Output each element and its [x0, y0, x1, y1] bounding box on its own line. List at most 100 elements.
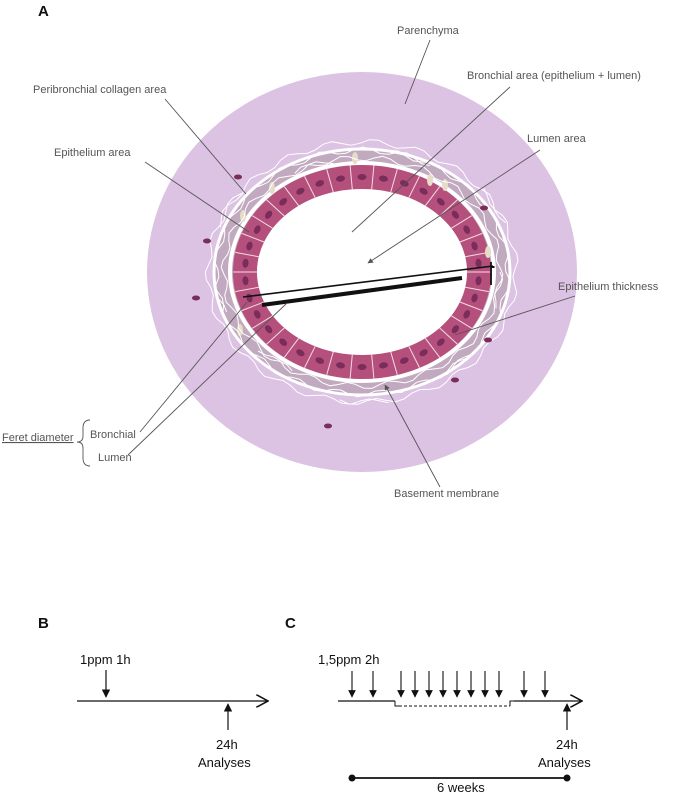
epithelial-cell-nucleus: [265, 210, 273, 219]
epithelial-cell-nucleus: [315, 180, 325, 187]
epithelial-cell-nucleus: [451, 210, 459, 219]
parenchyma-cell: [484, 337, 492, 343]
label-basement-membrane: Basement membrane: [394, 488, 499, 500]
collagen-fiber: [389, 149, 511, 378]
epithelial-cell-nucleus: [471, 293, 478, 303]
pointer-bronchial: [139, 301, 248, 433]
epithelial-cell-nucleus: [279, 338, 288, 346]
parenchyma-cell: [480, 205, 488, 211]
goblet-cell: [442, 179, 448, 191]
epithelial-cell-border: [424, 186, 441, 207]
epithelial-cell-nucleus: [357, 364, 367, 370]
epithelial-cell-border: [241, 301, 265, 312]
feret-lumen-line: [261, 276, 463, 307]
parenchyma-cell: [324, 423, 332, 429]
panel-b-exposure: 1ppm 1h: [80, 652, 131, 667]
epithelial-cell-border: [349, 165, 353, 190]
pointer-lumen: [127, 302, 288, 456]
epithelial-cell-border: [390, 351, 398, 376]
panel-b-letter: B: [38, 615, 49, 632]
epithelial-cell-nucleus: [336, 175, 345, 182]
epithelial-cell-nucleus: [253, 225, 261, 234]
goblet-cell: [352, 152, 358, 164]
epithelial-cell-border: [252, 315, 273, 329]
collagen-fiber: [220, 161, 334, 372]
panel-c-letter: C: [285, 615, 296, 632]
epithelial-cell-border: [349, 354, 353, 379]
epithelial-cell-border: [459, 301, 483, 312]
epithelial-cell-nucleus: [242, 276, 249, 286]
epithelial-cell-border: [408, 346, 420, 369]
collagen-fiber: [339, 187, 519, 405]
epithelial-cell-nucleus: [315, 357, 325, 364]
collagen-fiber: [213, 277, 476, 398]
parenchyma-cell: [192, 295, 200, 301]
label-lumen: Lumen: [98, 452, 132, 464]
epithelial-cell-border: [424, 337, 441, 358]
epithelial-cell-nucleus: [242, 258, 249, 268]
epithelial-cell-nucleus: [419, 349, 428, 357]
pointer-epithelium-thickness: [454, 295, 576, 336]
panel-c-analyses: Analyses: [538, 755, 591, 770]
panel-c-timeline: [338, 701, 582, 706]
epithelial-cell-nucleus: [265, 325, 273, 334]
label-peribronchial-collagen: Peribronchial collagen area: [33, 84, 167, 96]
epithelial-cell-nucleus: [463, 310, 471, 319]
epithelial-cell-border: [451, 215, 472, 229]
epithelial-cell-nucleus: [246, 241, 253, 251]
epithelial-cell-border: [326, 168, 334, 193]
epithelial-cell-border: [266, 199, 285, 217]
epithelial-cell-nucleus: [336, 362, 345, 369]
goblet-cell: [485, 246, 491, 258]
epithelial-cell-nucleus: [357, 174, 367, 180]
epithelial-cell-border: [390, 168, 398, 193]
epithelial-cell-nucleus: [475, 258, 482, 268]
epithelial-cell-border: [241, 232, 265, 243]
epithelial-cell-nucleus: [399, 357, 409, 364]
epithelial-cell-nucleus: [379, 362, 388, 369]
epithelial-cell-nucleus: [419, 187, 428, 195]
epithelial-cell-nucleus: [279, 198, 288, 206]
goblet-cell: [427, 174, 433, 186]
panel-a-letter: A: [38, 3, 49, 20]
epithelial-cell-border: [283, 186, 300, 207]
epithelial-cell-border: [371, 354, 375, 379]
epithelial-cell-border: [465, 286, 489, 293]
epithelial-cell-nucleus: [296, 187, 305, 195]
epithelial-cell-nucleus: [463, 225, 471, 234]
basement-membrane-ring: [228, 161, 496, 383]
epithelial-cell-nucleus: [436, 198, 445, 206]
epithelial-cell-nucleus: [296, 349, 305, 357]
pointer-peribronchial-collagen: [164, 98, 247, 195]
panel-c-duration-end: [563, 774, 571, 782]
feret-brace: [76, 419, 91, 467]
panel-c-time: 24h: [556, 737, 578, 752]
epithelial-cell-border: [283, 337, 300, 358]
collagen-fiber: [204, 193, 389, 405]
epithelial-cell-nucleus: [253, 310, 261, 319]
parenchyma-cell: [234, 174, 242, 180]
epithelial-cell-nucleus: [451, 325, 459, 334]
epithelial-cell-nucleus: [475, 276, 482, 286]
pointer-lumen-area: [367, 149, 541, 264]
epithelial-cell-nucleus: [379, 175, 388, 182]
epithelial-cell-border: [439, 327, 458, 345]
parenchyma-cell: [451, 377, 459, 383]
feret-bronchial-line: [242, 265, 494, 298]
epithelial-cell-border: [304, 175, 316, 198]
goblet-cell: [269, 182, 275, 194]
epithelial-cell-border: [439, 199, 458, 217]
epithelial-cell-border: [459, 232, 483, 243]
collagen-fiber: [294, 155, 504, 309]
parenchyma-cell: [203, 238, 211, 244]
label-feret-diameter: Feret diameter: [2, 432, 74, 444]
pointer-bronchial-area: [351, 86, 511, 233]
epithelial-cell-border: [408, 175, 420, 198]
epithelial-cell-border: [465, 251, 489, 258]
collagen-fiber: [213, 146, 430, 313]
panel-b-time: 24h: [216, 737, 238, 752]
panel-c-duration-start: [348, 774, 356, 782]
epithelial-cell-border: [371, 165, 375, 190]
label-bronchial-area: Bronchial area (epithelium + lumen): [467, 70, 641, 82]
pointer-epithelium-area: [144, 161, 250, 233]
